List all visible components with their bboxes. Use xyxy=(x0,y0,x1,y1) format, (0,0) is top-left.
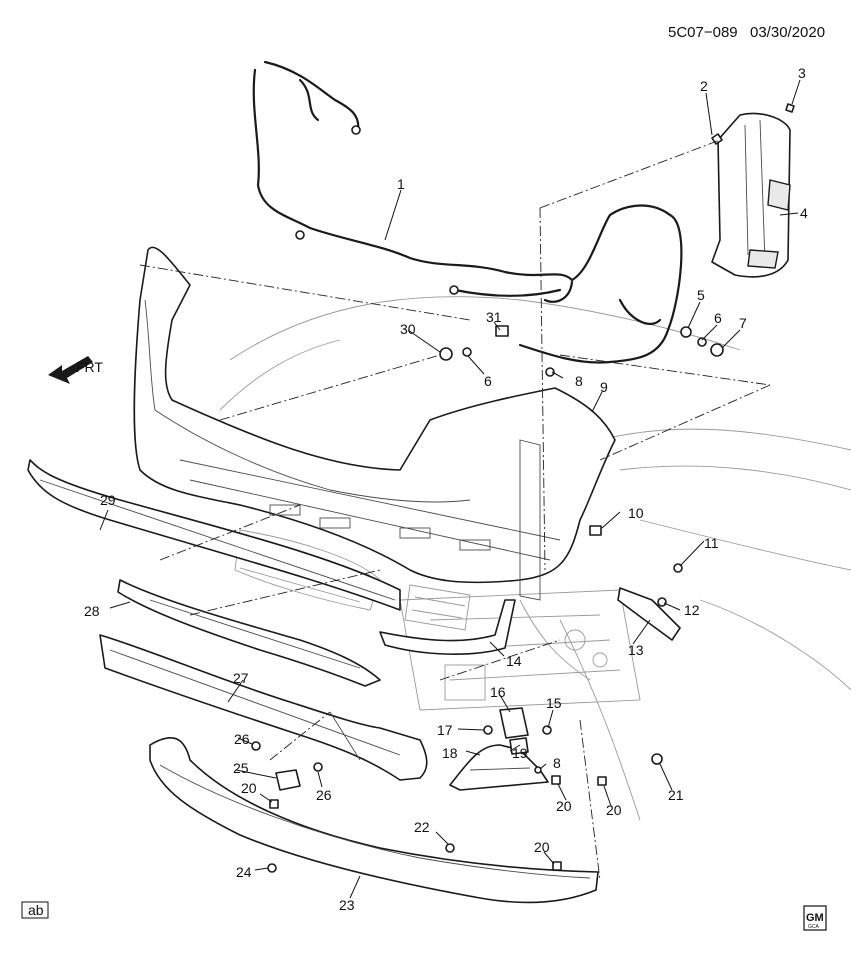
callout-8: 8 xyxy=(575,373,583,389)
assembly-lines xyxy=(139,139,771,881)
callout-4: 4 xyxy=(800,205,808,221)
callout-24: 24 xyxy=(236,864,252,880)
gm-logo: GM GCA xyxy=(803,905,827,931)
callout-20-repeat-b: 20 xyxy=(606,802,622,818)
callout-26: 26 xyxy=(234,731,250,747)
callout-30: 30 xyxy=(400,321,416,337)
callout-1: 1 xyxy=(397,176,405,192)
leader-lines xyxy=(99,79,801,899)
callout-7: 7 xyxy=(739,315,747,331)
ab-badge: ab xyxy=(21,901,49,919)
callout-31: 31 xyxy=(486,309,502,325)
callout-20: 20 xyxy=(241,780,257,796)
diagram-id: 5C07−089 xyxy=(668,24,738,41)
lower-trim-piece xyxy=(379,599,516,655)
callout-29: 29 xyxy=(100,492,116,508)
callout-10: 10 xyxy=(628,505,644,521)
callout-19: 19 xyxy=(512,745,528,761)
callout-23: 23 xyxy=(339,897,355,913)
front-direction-arrow: FRT xyxy=(48,356,103,384)
gm-logo-text: GM xyxy=(806,912,824,924)
callout-3: 3 xyxy=(798,65,806,81)
diagram-date: 03/30/2020 xyxy=(750,24,825,41)
wiring-harness xyxy=(252,60,683,364)
callout-11: 11 xyxy=(704,535,719,551)
callout-18: 18 xyxy=(442,745,458,761)
front-direction-label: FRT xyxy=(76,359,103,375)
mounting-bracket xyxy=(449,744,549,791)
callout-20-repeat-c: 20 xyxy=(534,839,550,855)
engine-bay xyxy=(399,589,641,711)
callout-labels: 1 2 3 4 5 6 7 8 9 10 11 12 13 14 15 16 1… xyxy=(84,65,808,913)
callout-2: 2 xyxy=(700,78,708,94)
callout-5: 5 xyxy=(697,287,705,303)
bracket-16 xyxy=(499,707,529,755)
callout-16: 16 xyxy=(490,684,506,700)
callout-8-repeat: 8 xyxy=(553,755,561,771)
callout-13: 13 xyxy=(628,642,644,658)
side-bracket xyxy=(617,587,681,641)
callout-21: 21 xyxy=(668,787,684,803)
fasteners xyxy=(251,103,795,873)
callout-25: 25 xyxy=(233,760,249,776)
callout-17: 17 xyxy=(437,722,453,738)
signal-lamp xyxy=(711,112,791,278)
callout-26-repeat: 26 xyxy=(316,787,332,803)
gm-logo-subtext: GCA xyxy=(808,924,820,930)
callout-6: 6 xyxy=(714,310,722,326)
callout-6-repeat: 6 xyxy=(484,373,492,389)
grille-lower xyxy=(117,579,381,687)
callout-15: 15 xyxy=(546,695,562,711)
callout-27: 27 xyxy=(233,670,249,686)
callout-28: 28 xyxy=(84,603,100,619)
lower-air-deflector xyxy=(149,737,599,904)
front-bumper-fascia xyxy=(133,246,616,601)
vehicle-body-outline xyxy=(219,296,851,821)
callout-12: 12 xyxy=(684,602,700,618)
callout-20-repeat-a: 20 xyxy=(556,798,572,814)
callout-9: 9 xyxy=(600,379,608,395)
impact-bar xyxy=(99,634,428,781)
callout-22: 22 xyxy=(414,819,430,835)
ab-badge-text: ab xyxy=(28,902,44,918)
sensor-module xyxy=(275,769,301,791)
callout-14: 14 xyxy=(506,653,522,669)
